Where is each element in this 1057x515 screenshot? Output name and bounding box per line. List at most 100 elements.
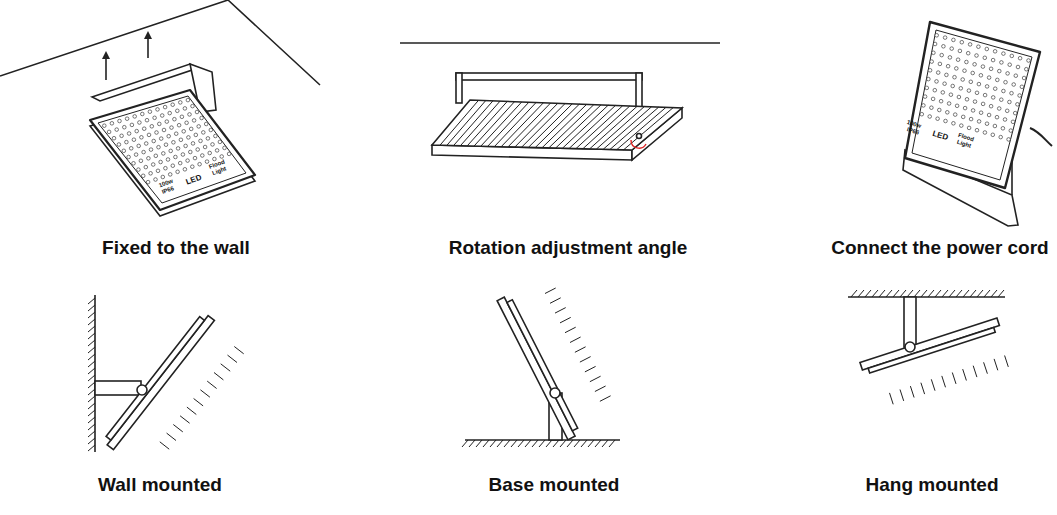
caption-text: Rotation adjustment angle: [418, 238, 718, 259]
led-grid-part: [149, 172, 153, 176]
led-grid-part: [155, 131, 159, 135]
caption-text: Base mounted: [404, 475, 704, 496]
led-grid-part: [985, 122, 989, 126]
light-rays-part: [994, 359, 998, 370]
ground-hatch-part: [504, 440, 510, 447]
led-grid-part: [957, 95, 961, 99]
led-grid-part: [149, 148, 153, 152]
wall-hatch-part: [88, 438, 95, 444]
led-grid-part: [991, 58, 995, 62]
light-rays-part: [228, 355, 238, 362]
light-rays-part: [187, 407, 196, 414]
led-grid-part: [176, 147, 180, 151]
led-grid-part: [195, 110, 199, 114]
led-grid-part: [949, 93, 953, 97]
light-rays-part: [565, 327, 576, 333]
led-grid-part: [938, 62, 942, 66]
led-grid-part: [223, 146, 227, 150]
led-grid-part: [1005, 109, 1009, 113]
ceiling-hatch-part: [893, 290, 899, 297]
wall-hatch-part: [88, 354, 95, 360]
wall-hatch-part: [88, 396, 95, 402]
led-grid-part: [963, 69, 967, 73]
caption-text: Hang mounted: [782, 475, 1057, 496]
led-grid-part: [203, 145, 207, 149]
led-grid-part: [123, 125, 127, 129]
ceiling-hatch-part: [963, 290, 969, 297]
wall-line: [94, 295, 96, 452]
led-grid-part: [987, 76, 991, 80]
pivot: [137, 385, 147, 395]
ceiling-hatch-part: [984, 290, 990, 297]
led-grid-part: [151, 163, 155, 167]
led-grid-part: [209, 128, 213, 132]
led-grid-part: [133, 115, 137, 119]
ground-hatch-part: [462, 440, 468, 447]
led-grid-part: [1004, 80, 1008, 84]
wall-hatch-part: [88, 382, 95, 388]
led-grid-part: [183, 168, 187, 172]
caption-text: Fixed to the wall: [26, 238, 326, 259]
led-grid-part: [983, 56, 987, 60]
light-rays-part: [234, 347, 243, 354]
caption-text: Connect the power cord: [790, 238, 1057, 259]
led-grid-part: [922, 104, 926, 108]
led-grid-part: [1010, 54, 1014, 58]
led-grid-part: [186, 159, 190, 163]
light-rays-part: [973, 366, 977, 377]
heat-fins-part: [596, 107, 644, 150]
led-grid-part: [122, 149, 126, 153]
led-grid-part: [968, 43, 972, 47]
led-grid-part: [942, 45, 946, 49]
wall-hatch-part: [88, 361, 95, 367]
ceiling-hatch-part: [907, 290, 913, 297]
led-grid-part: [1022, 76, 1026, 80]
led-grid-part: [141, 174, 145, 178]
led-grid: [920, 34, 1030, 142]
heat-fins-part: [624, 108, 674, 150]
led-grid-part: [987, 113, 991, 117]
led-grid-part: [959, 87, 963, 91]
wall-mounted-view: [88, 295, 244, 452]
led-grid-part: [194, 133, 198, 137]
ground-hatch-part: [560, 440, 566, 447]
led-grid-part: [940, 53, 944, 57]
led-grid-part: [939, 99, 943, 103]
led-grid-part: [130, 123, 134, 127]
light-rays-part: [207, 381, 216, 388]
ceiling-line: [400, 42, 720, 44]
led-grid-part: [985, 85, 989, 89]
led-grid-part: [157, 145, 161, 149]
led-grid-part: [110, 122, 114, 126]
led-grid-part: [973, 63, 977, 67]
lamp-side: [102, 312, 214, 450]
led-grid-part: [179, 101, 183, 105]
led-grid-part: [142, 150, 146, 154]
ceiling-hatch-part: [991, 290, 997, 297]
lamp-side-part: [507, 300, 578, 431]
led-grid-part: [168, 111, 172, 115]
lamp-side-part: [107, 316, 214, 450]
led-grid-part: [948, 56, 952, 60]
ceiling-hatch-part: [879, 290, 885, 297]
led-grid-part: [227, 152, 231, 156]
led-grid-part: [933, 88, 937, 92]
ceiling-hatch-part: [865, 290, 871, 297]
light-rays-part: [890, 393, 894, 404]
led-grid-part: [952, 122, 956, 126]
led-grid-part: [170, 126, 174, 130]
light-rays-part: [952, 373, 956, 384]
light-rays-part: [180, 416, 190, 423]
led-grid-part: [154, 178, 158, 182]
led-grid-part: [967, 89, 971, 93]
lamp-side-part: [868, 327, 995, 373]
led-grid-part: [947, 102, 951, 106]
led-grid-part: [1006, 72, 1010, 76]
hang-post: [904, 297, 916, 347]
lamp-side: [860, 318, 1001, 375]
led-grid-part: [930, 106, 934, 110]
lamp-side-part: [860, 318, 999, 370]
led-grid-part: [103, 124, 107, 128]
led-grid-part: [1002, 52, 1006, 56]
ceiling-line: [848, 296, 1005, 298]
